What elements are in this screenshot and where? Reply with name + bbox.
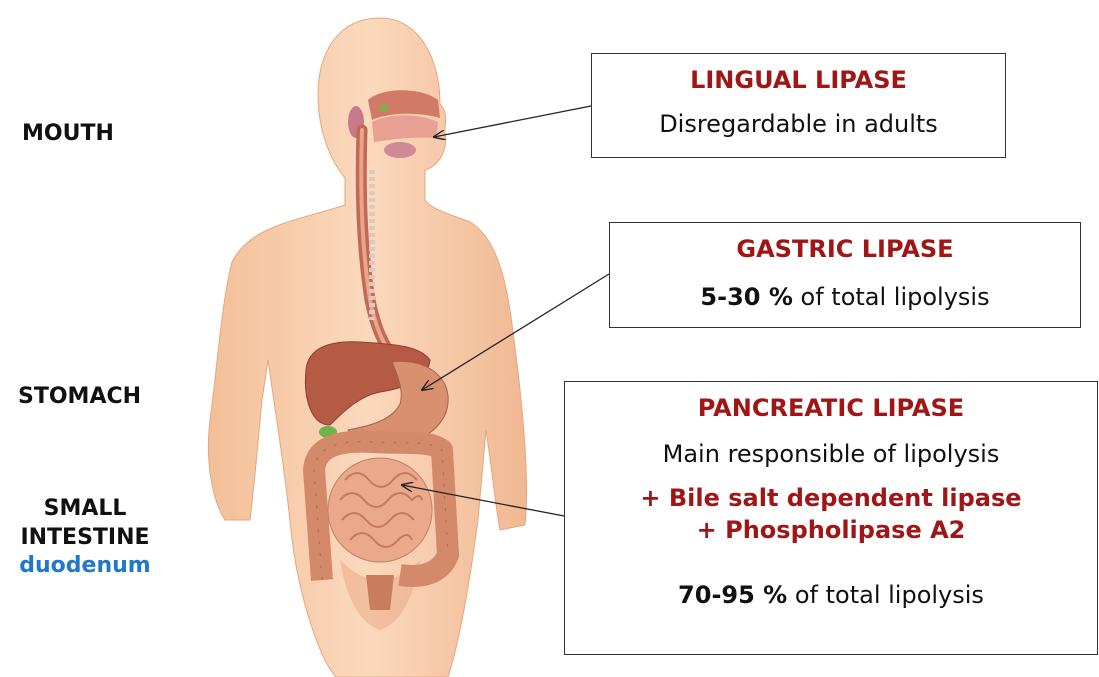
gastric-lipase-value: 5-30 %: [700, 283, 792, 311]
gastric-lipase-text: 5-30 % of total lipolysis: [610, 283, 1080, 311]
pancreatic-lipase-desc: of total lipolysis: [795, 581, 984, 609]
lingual-lipase-box: LINGUAL LIPASE Disregardable in adults: [591, 53, 1006, 158]
region-label-small-intestine: SMALL INTESTINE duodenum: [6, 495, 164, 581]
pancreatic-lipase-box: PANCREATIC LIPASE Main responsible of li…: [564, 381, 1098, 655]
bile-salt-lipase-text: + Bile salt dependent lipase: [565, 482, 1097, 514]
pancreatic-lipase-share: 70-95 % of total lipolysis: [565, 581, 1097, 609]
gastric-lipase-title: GASTRIC LIPASE: [610, 235, 1080, 263]
duodenum-label: duodenum: [6, 552, 164, 581]
gastric-lipase-box: GASTRIC LIPASE 5-30 % of total lipolysis: [609, 222, 1081, 328]
gastric-lipase-desc: of total lipolysis: [801, 283, 990, 311]
pancreatic-lipase-value: 70-95 %: [678, 581, 787, 609]
arrow-to-mouth: [434, 106, 591, 137]
rectum: [366, 575, 394, 610]
region-label-mouth: MOUTH: [22, 120, 114, 149]
small-intestine-line2: INTESTINE: [6, 524, 164, 553]
pancreatic-lipase-text: Main responsible of lipolysis: [565, 440, 1097, 468]
lingual-lipase-text: Disregardable in adults: [592, 110, 1005, 138]
phospholipase-text: + Phospholipase A2: [565, 514, 1097, 546]
region-label-stomach: STOMACH: [18, 383, 141, 412]
small-intestine-line1: SMALL: [6, 495, 164, 524]
lingual-lipase-title: LINGUAL LIPASE: [592, 66, 1005, 94]
small-intestine: [328, 458, 432, 562]
pancreatic-lipase-title: PANCREATIC LIPASE: [565, 394, 1097, 422]
